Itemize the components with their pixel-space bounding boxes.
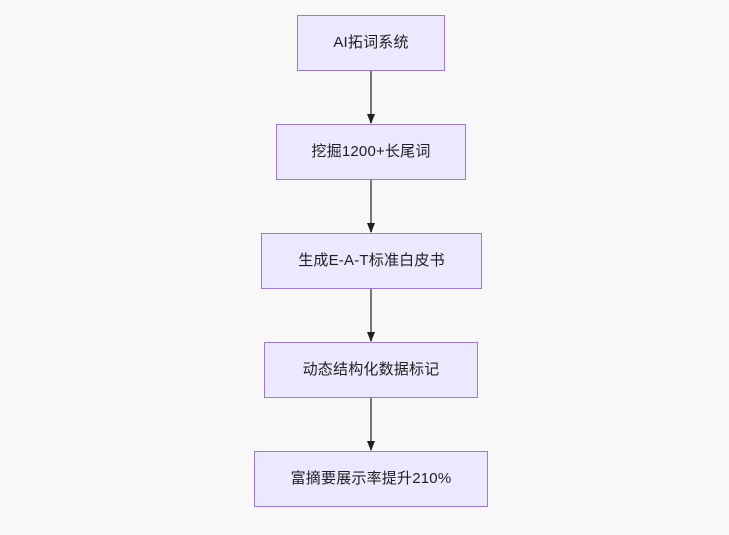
flow-node-rich-snippet-impression-lift[interactable]: 富摘要展示率提升210% [254, 451, 488, 507]
flow-node-label: AI拓词系统 [333, 34, 409, 51]
flow-node-dynamic-structured-data-markup[interactable]: 动态结构化数据标记 [264, 342, 478, 398]
flow-node-label: 挖掘1200+长尾词 [311, 143, 431, 160]
flow-node-label: 动态结构化数据标记 [302, 361, 440, 378]
flow-node-ai-keyword-system[interactable]: AI拓词系统 [297, 15, 445, 71]
flow-node-generate-eat-whitepaper[interactable]: 生成E-A-T标准白皮书 [261, 233, 482, 289]
flow-node-label: 富摘要展示率提升210% [290, 470, 452, 487]
flow-node-mine-longtail-keywords[interactable]: 挖掘1200+长尾词 [276, 124, 466, 180]
flow-node-label: 生成E-A-T标准白皮书 [298, 252, 445, 269]
